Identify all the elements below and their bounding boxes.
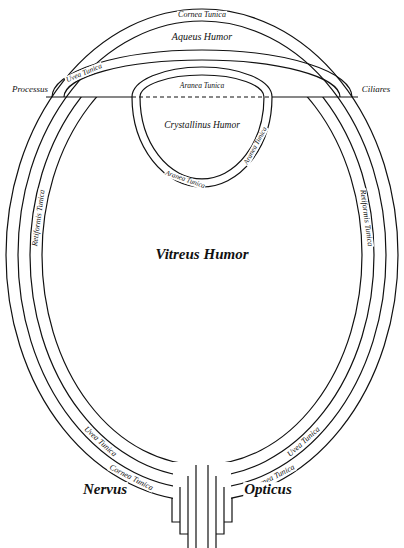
- coat-label: Cornea Tunica: [177, 11, 227, 19]
- humor-label: Aqueus Humor: [171, 32, 233, 43]
- humor-label: Vitreus Humor: [155, 247, 250, 263]
- lens-back: [132, 97, 272, 187]
- process-label: Processus: [11, 85, 49, 94]
- ciliary-line: [272, 96, 358, 97]
- nerve-label: Nervus: [82, 482, 128, 498]
- lens-front-inner: [140, 75, 264, 97]
- capsule-label: Aranea Tunica: [163, 169, 206, 190]
- optic-nerve: [172, 465, 232, 548]
- outer-coat-inner: [18, 21, 386, 489]
- iris-outer: [52, 50, 352, 97]
- humor-label: Crystallinus Humor: [163, 121, 241, 131]
- ciliary-line: [46, 96, 132, 97]
- process-label: Ciliares: [361, 85, 392, 94]
- nerve-label: Opticus: [243, 482, 293, 498]
- iris-inner: [64, 60, 340, 97]
- outer-coat: [6, 9, 398, 501]
- lens-back-inner: [140, 97, 264, 179]
- capsule-label: Aranea Tunica: [179, 82, 225, 90]
- middle-coat: [30, 97, 374, 477]
- nerve-gap: [173, 462, 231, 548]
- lens-axis: [132, 96, 272, 97]
- inner-coat: [42, 97, 362, 465]
- capsule-label: Aranea Tunica: [243, 125, 270, 167]
- lens-front: [132, 67, 272, 97]
